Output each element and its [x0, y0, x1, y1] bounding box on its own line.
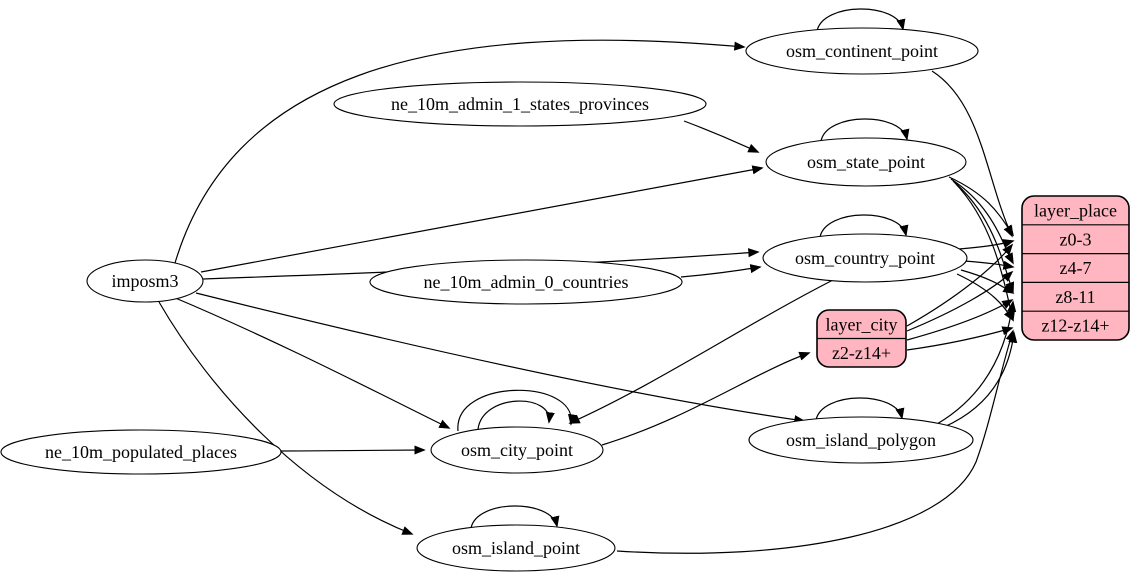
nodes-layer: imposm3 ne_10m_admin_1_states_provincesne… — [0, 27, 1130, 572]
layer-place-row-z12-z14+: z12-z14+ — [1041, 316, 1109, 336]
edge-osm-island-polygon-to-layer-place-z8-11 — [936, 300, 1017, 425]
edge-osm-country-point-to-osm-city-point — [568, 279, 834, 424]
imposm3-label: imposm3 — [111, 271, 178, 291]
node-osm-continent-point: osm_continent_point — [745, 27, 979, 75]
edge-osm-country-point-to-layer-place-z0-3 — [958, 239, 1015, 250]
edge-osm-state-point-to-layer-place-z0-3 — [948, 176, 1014, 237]
edge-osm-city-point-to-layer-city-z2-z14+ — [601, 351, 811, 446]
edge-osm-country-point-to-layer-place-z4-7 — [963, 260, 1015, 270]
edge-layer-city-to-layer-place-z8-11 — [906, 299, 1014, 341]
edge-osm-island-point-to-layer-place-z12-z14+ — [616, 329, 1015, 554]
osm-island-point-shape — [416, 524, 616, 572]
osm-state-point-shape — [765, 137, 967, 187]
edge-osm-city-point-to-osm-city-point — [477, 400, 555, 430]
edge-osm-island-polygon-to-layer-place-z12-z14+ — [943, 331, 1018, 428]
edge-ne-10m-admin-1-states-provinces-to-osm-state-point — [683, 120, 760, 153]
edge-osm-country-point-to-layer-place-z8-11 — [960, 269, 1015, 294]
osm-continent-point-label: osm_continent_point — [786, 41, 938, 61]
node-osm-island-point: osm_island_point — [416, 524, 616, 572]
ne-10m-admin-1-states-provinces-label: ne_10m_admin_1_states_provinces — [391, 94, 649, 114]
layer-city-row-z2-z14+: z2-z14+ — [832, 343, 891, 363]
ne-10m-populated-places-label: ne_10m_populated_places — [45, 442, 237, 462]
layer-place-row-layer-place: layer_place — [1034, 201, 1117, 221]
edge-osm-island-point-to-osm-island-point — [470, 505, 560, 529]
edge-osm-country-point-to-osm-country-point — [819, 214, 909, 238]
node-layer-city: layer_city z2-z14+ — [816, 309, 907, 368]
edge-layer-city-to-layer-place-z4-7 — [906, 270, 1014, 332]
osm-city-point-label: osm_city_point — [461, 440, 573, 460]
edge-osm-island-polygon-to-osm-island-polygon — [815, 397, 905, 421]
ne-10m-admin-0-countries-shape — [369, 259, 683, 305]
layer-city-row-layer-city: layer_city — [826, 314, 898, 334]
edge-imposm3-to-osm-city-point — [172, 296, 451, 429]
edge-ne-10m-admin-0-countries-to-osm-country-point — [680, 264, 762, 278]
node-osm-city-point: osm_city_point — [430, 426, 604, 474]
edge-layer-city-to-layer-place-z0-3 — [906, 243, 1014, 327]
osm-city-point-shape — [430, 426, 604, 474]
edge-imposm3-to-osm-state-point — [200, 165, 764, 273]
edge-imposm3-to-osm-island-polygon — [195, 292, 806, 425]
node-ne-10m-populated-places: ne_10m_populated_places — [0, 429, 282, 475]
node-osm-island-polygon: osm_island_polygon — [748, 416, 974, 464]
edge-osm-state-point-to-osm-state-point — [820, 118, 910, 142]
edge-ne-10m-populated-places-to-osm-city-point — [280, 445, 426, 455]
layer-place-row-z8-11: z8-11 — [1055, 287, 1095, 307]
imposm3-shape — [86, 259, 204, 303]
osm-country-point-label: osm_country_point — [795, 248, 935, 268]
node-layer-place: layer_place z0-3 z4-7 z8-11 z12-z14+ — [1021, 195, 1130, 341]
node-ne-10m-admin-1-states-provinces: ne_10m_admin_1_states_provinces — [333, 81, 707, 127]
edge-imposm3-to-osm-continent-point — [174, 39, 746, 264]
ne-10m-populated-places-shape — [0, 429, 282, 475]
edge-osm-city-point-to-osm-city-point — [457, 389, 577, 432]
node-imposm3: imposm3 — [86, 259, 204, 303]
layer-place-row-z4-7: z4-7 — [1060, 258, 1092, 278]
layer-place-record — [1021, 195, 1130, 341]
layer-place-row-z0-3: z0-3 — [1060, 229, 1092, 249]
node-ne-10m-admin-0-countries: ne_10m_admin_0_countries — [369, 259, 683, 305]
node-osm-country-point: osm_country_point — [762, 233, 968, 283]
edge-osm-continent-point-to-layer-place-z0-3 — [931, 70, 1013, 238]
node-osm-state-point: osm_state_point — [765, 137, 967, 187]
osm-country-point-shape — [762, 233, 968, 283]
ne-10m-admin-0-countries-label: ne_10m_admin_0_countries — [424, 272, 629, 292]
osm-island-point-label: osm_island_point — [452, 538, 580, 558]
edge-layer-city-to-layer-place-z12-z14+ — [906, 326, 1014, 351]
osm-state-point-label: osm_state_point — [807, 152, 925, 172]
edge-imposm3-to-osm-island-point — [158, 301, 414, 535]
ne-10m-admin-1-states-provinces-shape — [333, 81, 707, 127]
osm-continent-point-shape — [745, 27, 979, 75]
edge-osm-state-point-to-layer-place-z8-11 — [952, 180, 1015, 294]
edges-layer — [158, 8, 1018, 554]
osm-island-polygon-shape — [748, 416, 974, 464]
edge-osm-continent-point-to-osm-continent-point — [816, 8, 906, 32]
osm-island-polygon-label: osm_island_polygon — [786, 430, 936, 450]
